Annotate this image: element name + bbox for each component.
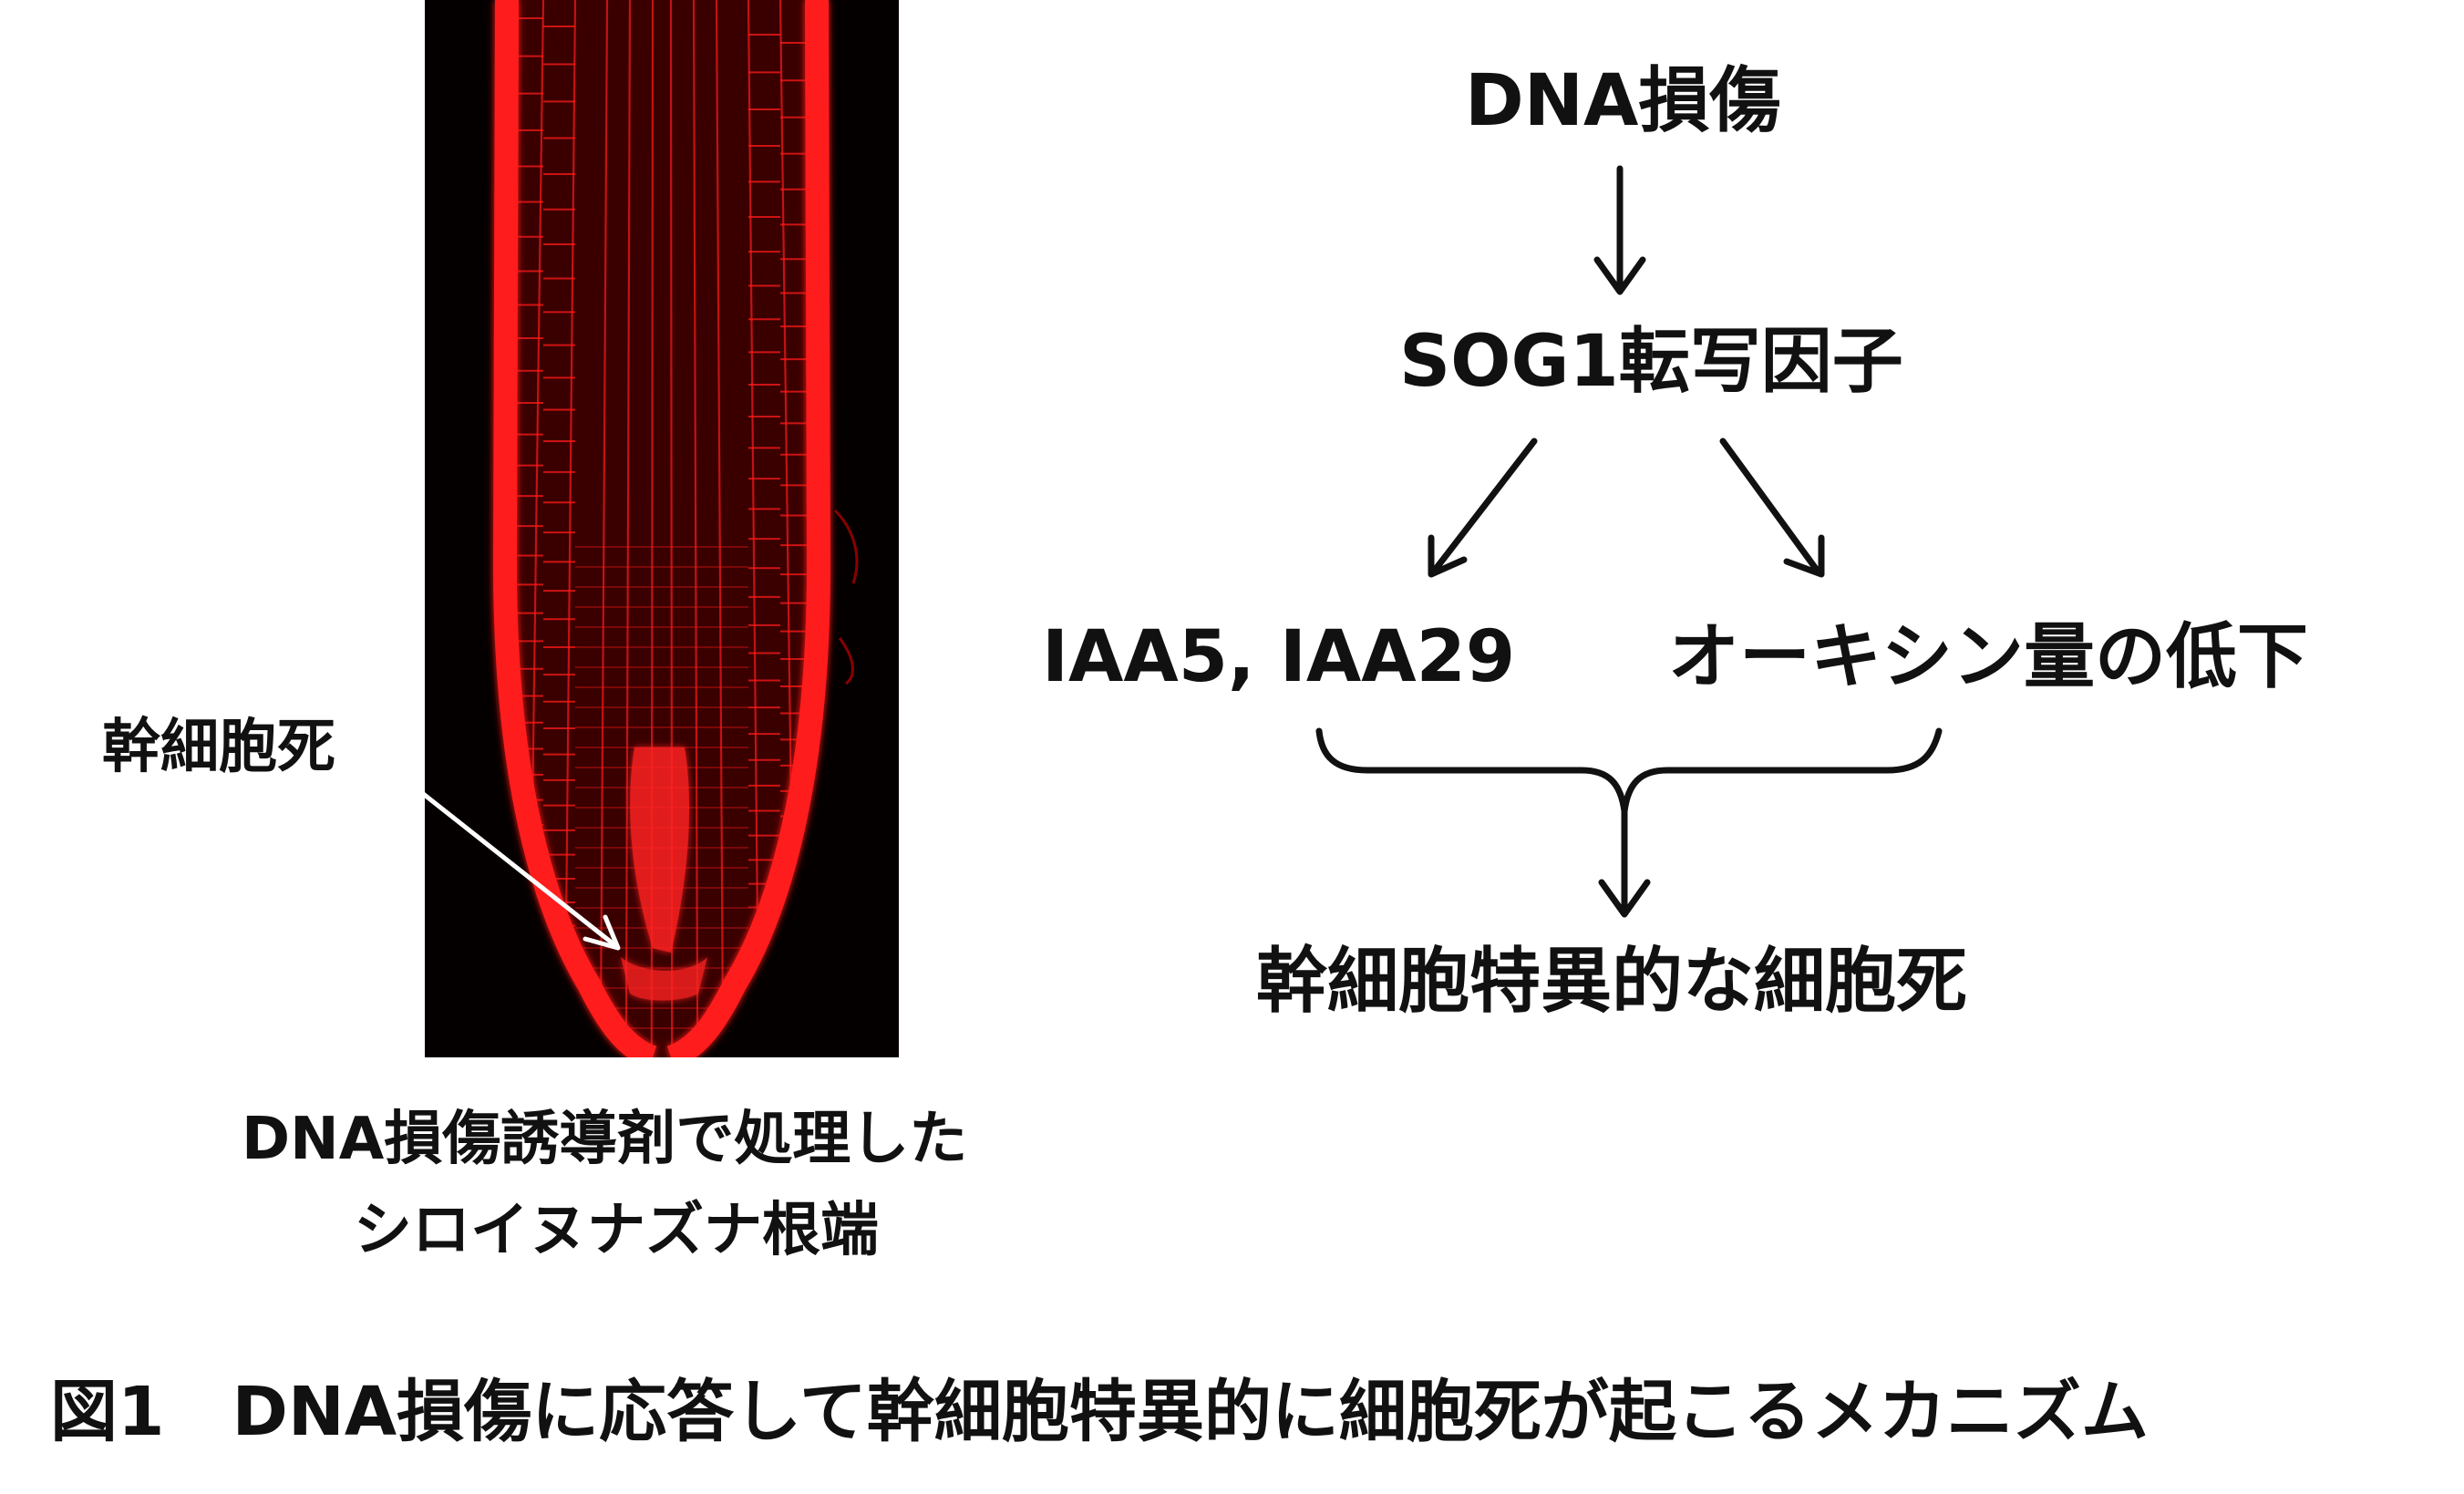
figure-caption: 図1 DNA損傷に応答して幹細胞特異的に細胞死が起こるメカニズム: [50, 1373, 2149, 1451]
micrograph-caption-line2: シロイヌナズナ根端: [354, 1197, 879, 1264]
arrowhead-sog1-to-iaa: [1428, 534, 1468, 578]
arrowhead-dna-to-sog1: [1593, 256, 1646, 295]
arrow-sog1-to-auxin: [1719, 438, 1822, 576]
micrograph-caption-line1: DNA損傷誘導剤で処理した: [242, 1106, 968, 1173]
root-tip-micrograph: [425, 0, 899, 1057]
stem-cell-death-label: 幹細胞死: [102, 714, 335, 781]
node-stem-cell-death: 幹細胞特異的な細胞死: [1256, 941, 1968, 1023]
arrow-sog1-to-iaa: [1429, 438, 1538, 576]
node-sog1: SOG1転写因子: [1399, 321, 1903, 403]
node-dna-damage: DNA損傷: [1465, 60, 1781, 142]
merge-brace: [1315, 727, 1943, 815]
arrowhead-sog1-to-auxin: [1783, 534, 1825, 578]
node-auxin-decrease: オーキシン量の低下: [1668, 616, 2309, 698]
node-iaa: IAA5, IAA29: [1042, 616, 1516, 698]
arrowhead-brace-to-result: [1598, 879, 1651, 918]
